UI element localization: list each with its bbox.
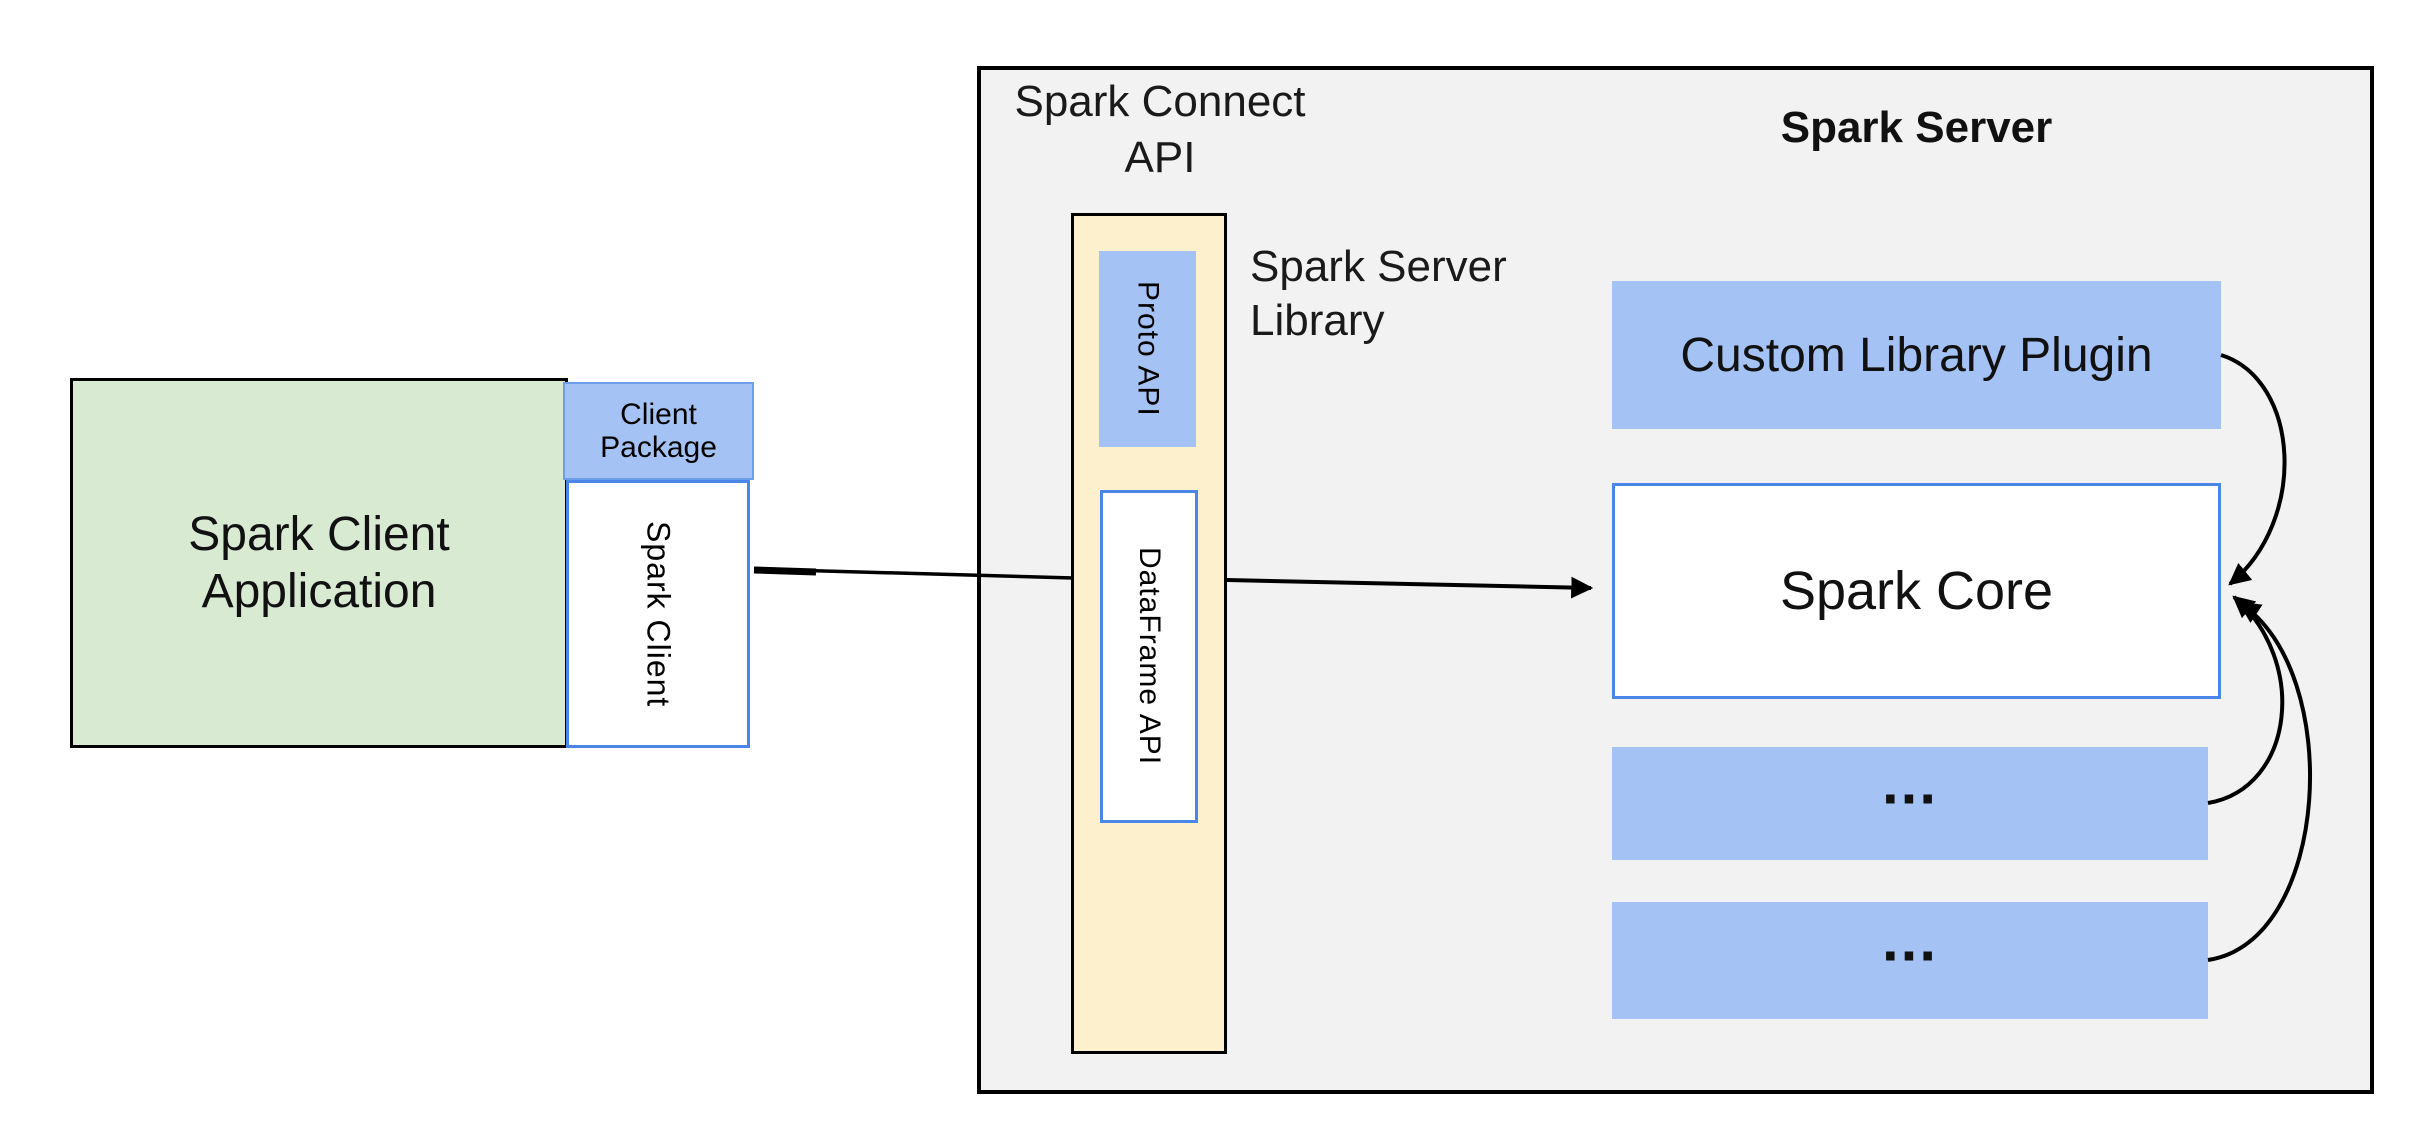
client-package-label: Client Package — [600, 398, 717, 464]
spark-core-label: Spark Core — [1779, 561, 2054, 621]
spark-client-box: Spark Client — [566, 480, 750, 748]
plugin-placeholder-2-label: ... — [1881, 906, 1938, 974]
spark-core-box: Spark Core — [1612, 483, 2221, 699]
client-package-label-line1: Client — [620, 398, 697, 431]
spark-client-application-box: Spark Client Application — [70, 378, 568, 748]
spark-client-application-label-line1: Spark Client — [188, 508, 450, 561]
custom-library-plugin-label: Custom Library Plugin — [1680, 328, 2153, 382]
custom-library-plugin-box: Custom Library Plugin — [1612, 281, 2221, 429]
dataframe-api-box: DataFrame API — [1100, 490, 1198, 823]
spark-server-library-label-line2: Library — [1250, 296, 1385, 345]
dataframe-api-label: DataFrame API — [1133, 547, 1166, 766]
spark-server-library-label: Spark Server Library — [1250, 240, 1590, 348]
spark-connect-api-label-line1: Spark Connect — [1014, 77, 1306, 126]
proto-api-box: Proto API — [1099, 251, 1196, 447]
plugin-placeholder-box-1: ... — [1612, 747, 2208, 860]
arrow-client-to-connect-stub — [753, 566, 817, 576]
client-package-box: Client Package — [563, 382, 754, 480]
client-package-label-line2: Package — [600, 431, 717, 464]
plugin-placeholder-1-label: ... — [1881, 749, 1938, 817]
proto-api-label: Proto API — [1131, 281, 1165, 417]
spark-server-library-label-line1: Spark Server — [1250, 242, 1507, 291]
spark-client-label: Spark Client — [640, 520, 677, 708]
spark-server-title: Spark Server — [1780, 103, 2053, 152]
spark-connect-api-label-line2: API — [1124, 133, 1196, 182]
spark-client-application-label-line2: Application — [201, 565, 437, 618]
plugin-placeholder-box-2: ... — [1612, 902, 2208, 1019]
spark-client-application-label: Spark Client Application — [188, 506, 449, 620]
spark-connect-api-label: Spark Connect API — [1000, 74, 1320, 186]
